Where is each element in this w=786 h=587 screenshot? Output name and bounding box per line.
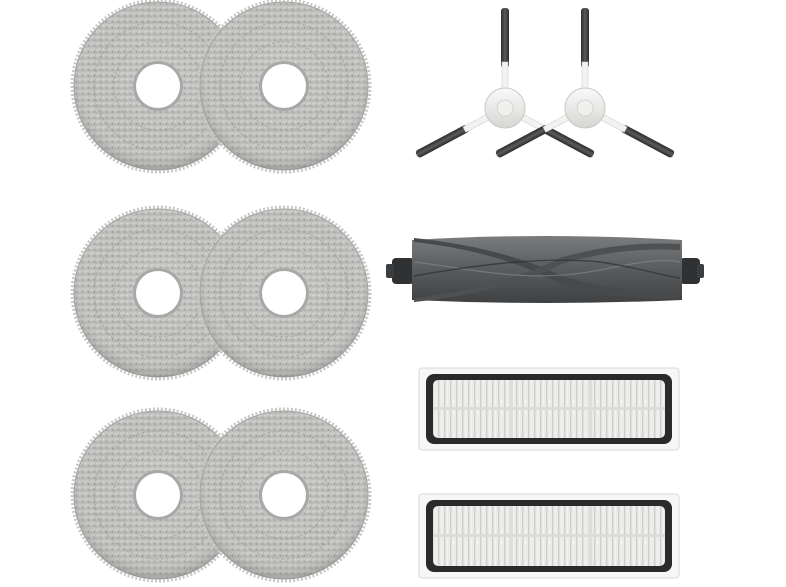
mop-pad: [196, 407, 372, 583]
side-brush: [495, 8, 675, 158]
side-brush-bristle-top: [501, 8, 509, 93]
mop-pad: [196, 205, 372, 381]
mop-pad: [196, 0, 372, 174]
hepa-filter: [418, 367, 680, 451]
hepa-filter: [418, 493, 680, 579]
side-brush: [415, 8, 595, 158]
mop-pads-group: [70, 0, 372, 583]
mop-pad: [70, 407, 246, 583]
main-roller-brush: [386, 236, 704, 303]
